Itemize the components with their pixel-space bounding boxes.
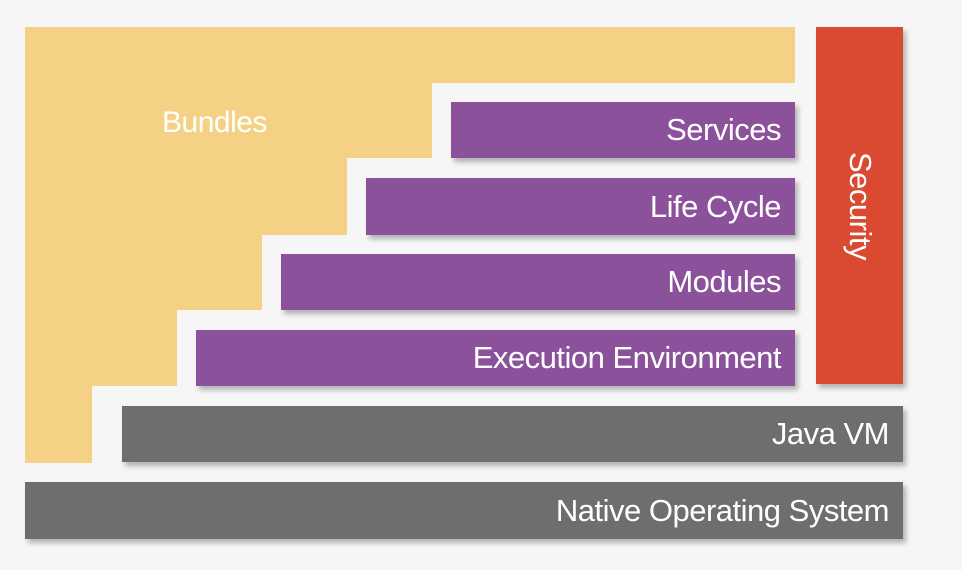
native-os-layer: Native Operating System (25, 482, 903, 539)
bundles-label: Bundles (162, 106, 267, 139)
execution-environment-label: Execution Environment (472, 340, 782, 375)
bundles-staircase (25, 27, 795, 463)
security-label: Security (842, 151, 878, 260)
java-vm-label: Java VM (771, 416, 890, 451)
execution-environment-layer: Execution Environment (196, 330, 795, 386)
java-vm-layer: Java VM (122, 406, 903, 462)
services-label: Services (666, 112, 781, 147)
modules-label: Modules (667, 264, 781, 299)
modules-layer: Modules (281, 254, 795, 310)
native-os-label: Native Operating System (555, 492, 890, 528)
life-cycle-layer: Life Cycle (366, 178, 795, 235)
services-layer: Services (451, 102, 795, 158)
security-layer: Security (816, 27, 903, 384)
life-cycle-label: Life Cycle (649, 188, 782, 224)
